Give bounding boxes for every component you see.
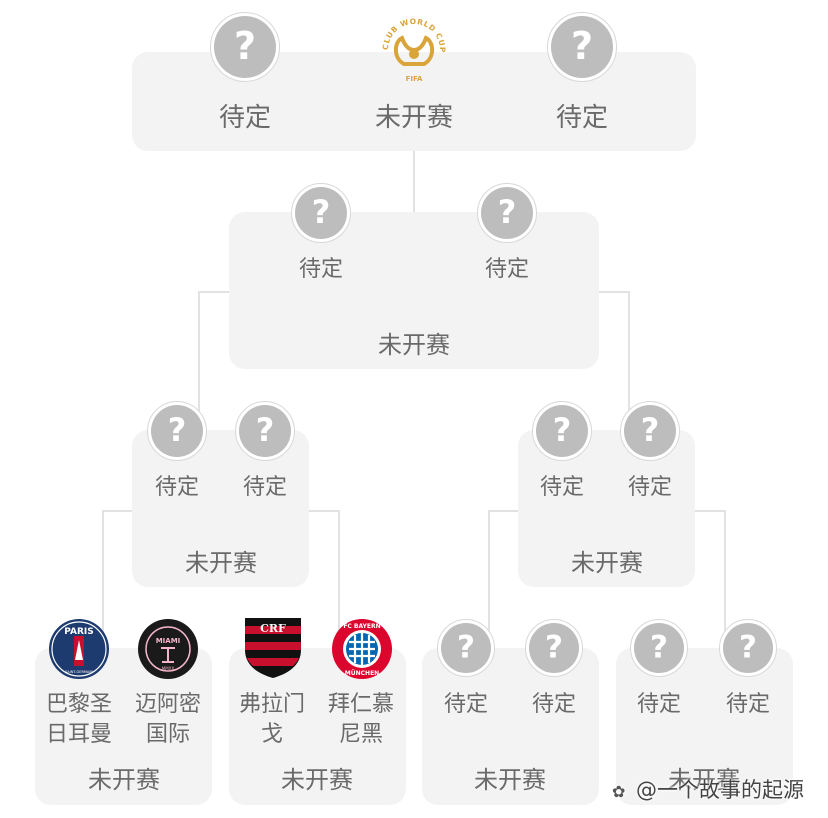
svg-text:PARIS: PARIS	[64, 627, 94, 637]
r16-1-team-b-label-line1: 迈阿密	[134, 692, 201, 717]
svg-text:MIAMI: MIAMI	[156, 637, 181, 645]
r16-4-status: 未开赛	[668, 766, 740, 794]
qfr-team-a-placeholder-icon: ?	[532, 401, 592, 461]
semi-team-a-placeholder-icon: ?	[291, 183, 351, 243]
connector-semi-right-v	[628, 291, 630, 431]
final-team-a-label: 待定	[218, 103, 271, 133]
connector-qfr-right-v	[724, 510, 726, 648]
semifinal-match-card[interactable]	[229, 212, 599, 369]
qfr-team-a-label: 待定	[539, 475, 584, 500]
svg-text:MÜNCHEN: MÜNCHEN	[345, 670, 379, 677]
weibo-icon: ✿	[612, 782, 626, 801]
qfl-team-b-placeholder-icon: ?	[235, 401, 295, 461]
r16-2-status: 未开赛	[281, 766, 353, 794]
qfl-team-b-label: 待定	[242, 475, 287, 500]
r16-3-team-b-label: 待定	[531, 692, 576, 717]
connector-semi-left-h	[198, 291, 230, 293]
semi-team-b-label: 待定	[484, 257, 529, 282]
connector-qfr-right-h	[694, 510, 726, 512]
qfl-status: 未开赛	[185, 549, 257, 577]
r16-2-team-a-label-line1: 弗拉门	[238, 692, 305, 717]
semi-status: 未开赛	[378, 331, 450, 359]
r16-2-team-b-label-line1: 拜仁慕	[327, 692, 394, 717]
r16-4-team-b-label: 待定	[725, 692, 770, 717]
watermark: ✿ @一个故事的起源	[612, 774, 804, 804]
final-team-b-label: 待定	[555, 103, 608, 133]
bayern-munich-logo: FC BAYERN MÜNCHEN	[332, 619, 392, 679]
connector-semi-left-v	[198, 291, 200, 431]
connector-qfl-left-h	[102, 510, 134, 512]
qfr-status: 未开赛	[571, 549, 643, 577]
qfl-team-a-label: 待定	[154, 475, 199, 500]
flamengo-logo: CRF	[245, 618, 301, 678]
qfr-team-b-placeholder-icon: ?	[620, 401, 680, 461]
r16-1-team-b-label-line2: 国际	[145, 722, 190, 747]
r16-3-team-b-placeholder-icon: ?	[525, 619, 583, 677]
r16-2-team-b-label-line2: 尼黑	[338, 722, 383, 747]
connector-semi-right-h	[598, 291, 630, 293]
final-team-a-placeholder-icon: ?	[210, 12, 280, 82]
r16-2-team-a-label-line2: 戈	[260, 722, 283, 747]
r16-3-team-a-placeholder-icon: ?	[437, 619, 495, 677]
final-status: 未开赛	[374, 103, 453, 133]
r16-4-team-a-placeholder-icon: ?	[630, 619, 688, 677]
connector-qfl-right-h	[308, 510, 340, 512]
connector-qfr-left-v	[488, 510, 490, 648]
semi-team-a-label: 待定	[298, 257, 343, 282]
r16-1-team-a-label-line1: 巴黎圣	[45, 692, 112, 717]
r16-4-team-a-label: 待定	[636, 692, 681, 717]
r16-1-team-a-label-line2: 日耳曼	[45, 722, 112, 747]
qfl-team-a-placeholder-icon: ?	[147, 401, 207, 461]
r16-match-card-3[interactable]	[422, 648, 599, 805]
connector-qfl-right-v	[338, 510, 340, 648]
psg-logo: PARIS SAINT-GERMAIN	[49, 619, 109, 679]
final-team-b-placeholder-icon: ?	[547, 12, 617, 82]
semi-team-b-placeholder-icon: ?	[477, 183, 537, 243]
svg-text:FIFA: FIFA	[406, 75, 423, 83]
r16-3-team-a-label: 待定	[443, 692, 488, 717]
r16-4-team-b-placeholder-icon: ?	[719, 619, 777, 677]
svg-text:SAINT-GERMAIN: SAINT-GERMAIN	[65, 670, 93, 674]
connector-final-semi	[413, 150, 415, 212]
connector-qfl-left-v	[102, 510, 104, 648]
svg-text:MMXX: MMXX	[162, 666, 175, 671]
r16-3-status: 未开赛	[474, 766, 546, 794]
qfr-team-b-label: 待定	[627, 475, 672, 500]
inter-miami-logo: MIAMI MMXX	[138, 619, 198, 679]
connector-qfr-left-h	[488, 510, 520, 512]
watermark-text: @一个故事的起源	[636, 778, 804, 802]
svg-text:CRF: CRF	[260, 622, 286, 635]
svg-text:CLUB WORLD CUP 25: CLUB WORLD CUP 25	[379, 10, 447, 53]
r16-1-status: 未开赛	[88, 766, 160, 794]
svg-text:FC BAYERN: FC BAYERN	[343, 623, 380, 630]
club-world-cup-trophy-logo: CLUB WORLD CUP 25 FIFA	[379, 10, 447, 83]
